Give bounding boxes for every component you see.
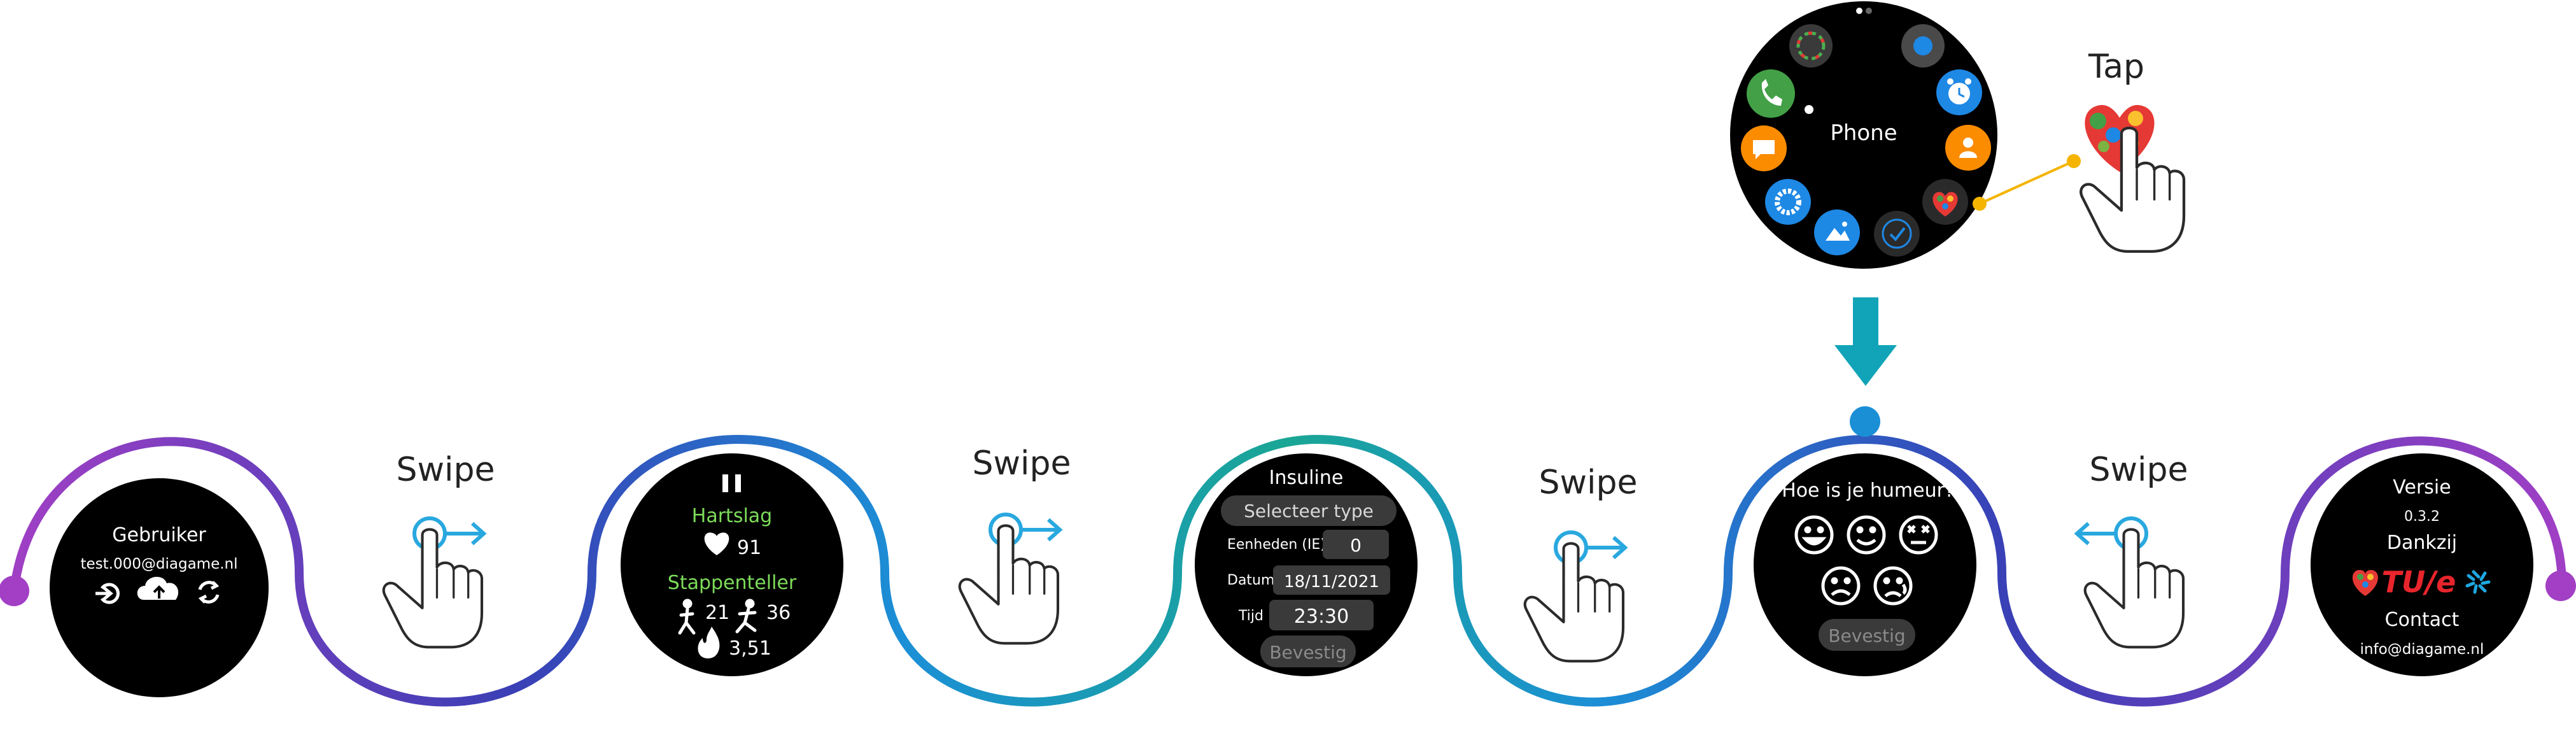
contact-email: info@diagame.nl (2360, 641, 2484, 658)
watch-screen-insulin: Insuline Selecteer type Eenheden (IE) 0 … (1195, 453, 1418, 676)
watch-screen-user: Gebruiker test.000@diagame.nl (50, 478, 269, 697)
swipe-label-3: Swipe (1539, 464, 1638, 502)
steps-label: Stappenteller (668, 572, 797, 594)
app-menu-center-label: Phone (1830, 120, 1897, 146)
insulin-title: Insuline (1269, 467, 1344, 489)
contact-icon[interactable] (1945, 125, 1991, 171)
swipe-label-2: Swipe (973, 444, 1071, 483)
crying-face-icon[interactable] (1873, 566, 1913, 606)
time-value[interactable]: 23:30 (1294, 606, 1349, 628)
tap-callout: Tap (1973, 48, 2184, 252)
units-value[interactable]: 0 (1350, 535, 1362, 556)
date-label: Datum (1227, 572, 1274, 588)
time-label: Tijd (1238, 608, 1263, 624)
walk-icon (678, 599, 696, 635)
diagame-heart-icon (2352, 570, 2379, 596)
happy-face-icon[interactable] (1794, 515, 1834, 555)
down-arrow-icon (1834, 297, 1897, 386)
contact-label: Contact (2385, 609, 2460, 631)
flow-path (10, 435, 2566, 707)
hand-pointer-icon (1525, 543, 1623, 661)
partner-spinner-logo-icon (2465, 570, 2491, 594)
tue-logo: TU/e (2382, 565, 2456, 599)
confirm-label-mood[interactable]: Bevestig (1828, 625, 1905, 646)
check-icon[interactable] (1874, 211, 1920, 257)
diagame-heart-icon[interactable] (1922, 179, 1968, 225)
pause-icon[interactable] (722, 474, 741, 492)
hand-pointer-icon (2085, 529, 2183, 647)
message-icon[interactable] (1741, 125, 1787, 171)
version-label: Versie (2393, 476, 2451, 499)
time-field[interactable] (1269, 600, 1374, 630)
swipe-gesture-2: Swipe (960, 444, 1071, 643)
cloud-upload-icon[interactable] (137, 576, 179, 600)
heart-rate-label: Hartslag (692, 505, 772, 527)
swipe-gesture-4: Swipe (2074, 451, 2188, 647)
swipe-gesture-1: Swipe (384, 451, 495, 647)
walk-value: 21 (705, 602, 729, 624)
confirm-button-mood[interactable] (1819, 619, 1915, 651)
hand-pointer-icon (384, 529, 482, 647)
date-value[interactable]: 18/11/2021 (1284, 572, 1379, 592)
heart-rate-value: 91 (737, 537, 761, 559)
blue-dot-icon[interactable] (1901, 24, 1945, 67)
page-indicator-dot (1866, 8, 1872, 14)
version-value: 0.3.2 (2404, 509, 2440, 525)
user-title: Gebruiker (112, 524, 206, 546)
swipe-label-4: Swipe (2090, 451, 2188, 489)
watch-screen-mood: Hoe is je humeur? Bevestig (1754, 453, 1976, 676)
user-email: test.000@diagame.nl (81, 556, 238, 572)
swipe-gesture-3: Swipe (1525, 464, 1638, 661)
heart-icon (704, 532, 729, 555)
fire-icon (698, 627, 720, 658)
sad-face-icon[interactable] (1821, 566, 1861, 606)
thanks-label: Dankzij (2387, 532, 2457, 554)
units-field[interactable] (1323, 530, 1389, 559)
selector-dot (1805, 105, 1813, 114)
tap-label: Tap (2088, 48, 2144, 86)
phone-icon[interactable] (1747, 69, 1795, 118)
watch-screen-about: Versie 0.3.2 Dankzij TU/e Contact info@d… (2311, 453, 2533, 676)
alarm-icon[interactable] (1936, 69, 1982, 115)
path-start-dot (0, 576, 29, 606)
tap-connector-line (1979, 160, 2074, 205)
type-select-pill[interactable] (1221, 495, 1397, 526)
watch-screen-health: Hartslag 91 Stappenteller 21 36 3,51 (621, 453, 843, 676)
type-select[interactable]: Selecteer type (1244, 500, 1374, 522)
sync-icon[interactable] (198, 581, 220, 604)
confirm-label-insulin[interactable]: Bevestig (1269, 642, 1346, 663)
run-value: 36 (766, 602, 791, 624)
units-label: Eenheden (IE) (1227, 537, 1326, 553)
settings-icon[interactable] (1765, 179, 1811, 225)
confirm-button-insulin[interactable] (1260, 635, 1356, 667)
smile-face-icon[interactable] (1847, 515, 1886, 555)
page-indicator-dot-active (1856, 8, 1862, 14)
date-field[interactable] (1273, 565, 1390, 595)
run-icon (735, 599, 757, 634)
calories-value: 3,51 (729, 637, 771, 660)
path-end-dot (2545, 571, 2576, 601)
logout-icon[interactable] (95, 583, 120, 604)
dizzy-face-icon[interactable] (1899, 515, 1938, 555)
swipe-label-1: Swipe (397, 451, 495, 489)
watch-app-menu: Phone (1730, 1, 1997, 269)
mood-question: Hoe is je humeur? (1782, 479, 1955, 502)
gallery-icon[interactable] (1814, 209, 1860, 255)
path-merge-dot (1850, 406, 1880, 437)
hand-pointer-icon (960, 525, 1058, 643)
multicolor-ring-icon[interactable] (1789, 24, 1833, 67)
